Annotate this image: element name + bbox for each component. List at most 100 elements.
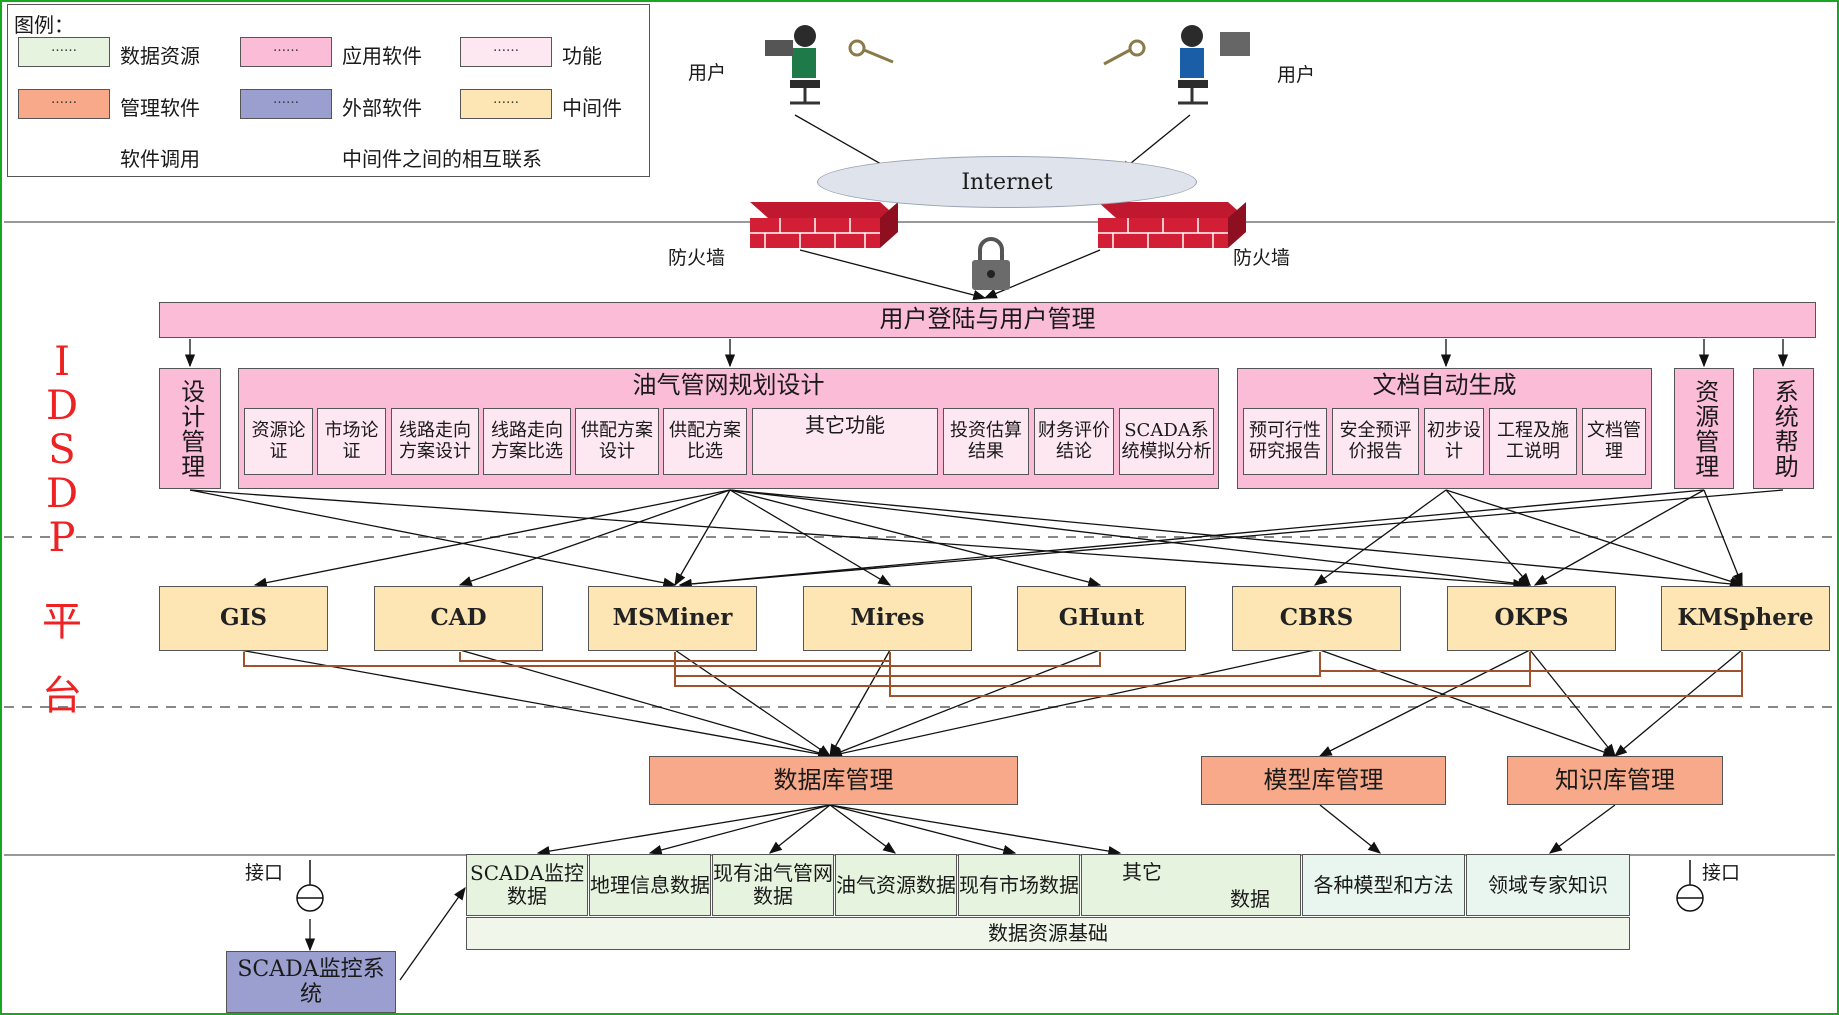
data-cell-label: 现有油气管网数据 <box>713 861 833 908</box>
knowledge-mgmt-box: 知识库管理 <box>1507 756 1723 805</box>
data-base-bar: 数据资源基础 <box>466 917 1630 950</box>
function-label: SCADA系统模拟分析 <box>1121 419 1212 462</box>
legend-title: 图例： <box>14 13 74 37</box>
legend-arrow-label: 软件调用 <box>120 147 200 171</box>
function-label: 投资估算结果 <box>950 419 1022 462</box>
platform-char: I <box>54 339 70 385</box>
middleware-label: Mires <box>850 604 925 632</box>
function-cell: 投资估算结果 <box>943 408 1029 475</box>
design-mgmt-box: 设计管理 <box>159 368 221 489</box>
middleware-label: OKPS <box>1494 604 1569 632</box>
platform-char: 台 <box>42 673 82 719</box>
data-cell-label: 各种模型和方法 <box>1313 872 1454 897</box>
legend-label-middleware: 中间件 <box>562 96 622 120</box>
function-cell: 资源论证 <box>244 408 313 475</box>
middleware-label: GHunt <box>1058 604 1145 632</box>
interface-left-label: 接口 <box>245 862 284 884</box>
function-label: 工程及施工说明 <box>1497 419 1569 462</box>
scada-system-box: SCADA监控系统 <box>226 951 396 1013</box>
legend-swatch-data <box>18 37 110 67</box>
function-label: 其它功能 <box>805 413 885 437</box>
pipeline-design-title: 油气管网规划设计 <box>632 371 825 399</box>
legend-label-app: 应用软件 <box>342 44 422 68</box>
function-label: 安全预评价报告 <box>1339 419 1412 462</box>
function-label: 初步设计 <box>1427 419 1481 462</box>
legend-bracket-label: 中间件之间的相互联系 <box>342 147 542 171</box>
platform-char: D <box>45 471 79 517</box>
function-cell: 市场论证 <box>317 408 386 475</box>
data-cell-label: 领域专家知识 <box>1488 872 1608 897</box>
db-mgmt-box: 数据库管理 <box>649 756 1018 805</box>
data-cell-market: 现有市场数据 <box>958 854 1080 916</box>
data-cell-label: 地理信息数据 <box>590 872 710 897</box>
firewall-right-label: 防火墙 <box>1233 247 1291 269</box>
function-label: 财务评价结论 <box>1038 419 1110 462</box>
db-mgmt-label: 数据库管理 <box>773 765 894 794</box>
knowledge-mgmt-label: 知识库管理 <box>1555 765 1675 794</box>
login-bar-label: 用户登陆与用户管理 <box>879 305 1096 334</box>
legend-label-function: 功能 <box>562 44 602 68</box>
system-help-label: 系统帮助 <box>1770 378 1799 479</box>
data-cell-label: 数据 <box>1230 887 1270 911</box>
legend-label-external: 外部软件 <box>342 96 422 120</box>
data-cell-label: 油气资源数据 <box>836 872 956 897</box>
function-cell: 线路走向方案设计 <box>391 408 479 475</box>
data-cell-models: 各种模型和方法 <box>1302 854 1465 916</box>
data-cell-scada: SCADA监控数据 <box>466 854 588 916</box>
function-cell: 预可行性研究报告 <box>1243 408 1327 475</box>
middleware-cad: CAD <box>374 586 543 651</box>
function-cell: 初步设计 <box>1424 408 1484 475</box>
function-cell: 供配方案比选 <box>663 408 747 475</box>
platform-label: I D S D P 平 台 <box>32 340 92 718</box>
legend-swatch-mgmt <box>18 89 110 119</box>
platform-char: P <box>48 515 76 561</box>
data-cell-geo: 地理信息数据 <box>589 854 711 916</box>
data-cell-pipeline: 现有油气管网数据 <box>712 854 834 916</box>
scada-system-label: SCADA监控系统 <box>237 956 385 1007</box>
function-label: 供配方案比选 <box>669 419 741 462</box>
function-cell: SCADA系统模拟分析 <box>1119 408 1214 475</box>
middleware-msminer: MSMiner <box>588 586 757 651</box>
middleware-cbrs: CBRS <box>1232 586 1401 651</box>
internet-label: Internet <box>961 169 1053 195</box>
function-label: 市场论证 <box>324 419 379 462</box>
model-mgmt-box: 模型库管理 <box>1201 756 1446 805</box>
function-label: 供配方案设计 <box>581 419 653 462</box>
firewall-left-label: 防火墙 <box>668 247 726 269</box>
data-cell-resource: 油气资源数据 <box>835 854 957 916</box>
data-base-label: 数据资源基础 <box>988 921 1108 945</box>
function-cell: 供配方案设计 <box>575 408 659 475</box>
resource-mgmt-box: 资源管理 <box>1674 368 1734 489</box>
middleware-ghunt: GHunt <box>1017 586 1186 651</box>
data-cell-label: 现有市场数据 <box>959 872 1079 897</box>
legend-swatch-external <box>240 89 332 119</box>
data-cell-other: 其它 数据 <box>1081 854 1301 916</box>
function-label: 线路走向方案设计 <box>399 419 471 462</box>
design-mgmt-label: 设计管理 <box>176 378 205 479</box>
login-bar: 用户登陆与用户管理 <box>159 302 1816 338</box>
function-label: 文档管理 <box>1587 419 1641 462</box>
legend-swatch-function <box>460 37 552 67</box>
internet-cloud: Internet <box>817 156 1197 208</box>
function-cell: 文档管理 <box>1582 408 1646 475</box>
function-label: 预可行性研究报告 <box>1249 419 1321 462</box>
data-cell-label: SCADA监控数据 <box>470 861 584 908</box>
data-cell-label: 其它 <box>1122 860 1162 884</box>
middleware-label: CAD <box>430 604 487 632</box>
function-cell: 工程及施工说明 <box>1489 408 1577 475</box>
function-cell: 安全预评价报告 <box>1332 408 1419 475</box>
platform-char: 平 <box>42 599 82 645</box>
function-label: 资源论证 <box>251 419 306 462</box>
middleware-gis: GIS <box>159 586 328 651</box>
function-label: 线路走向方案比选 <box>491 419 563 462</box>
legend-label-mgmt: 管理软件 <box>120 96 200 120</box>
interface-right-label: 接口 <box>1702 862 1741 884</box>
function-cell: 线路走向方案比选 <box>483 408 571 475</box>
function-cell: 财务评价结论 <box>1034 408 1114 475</box>
middleware-okps: OKPS <box>1447 586 1616 651</box>
model-mgmt-label: 模型库管理 <box>1263 765 1384 794</box>
doc-gen-title: 文档自动生成 <box>1372 371 1517 399</box>
legend-swatch-app <box>240 37 332 67</box>
data-cell-expert: 领域专家知识 <box>1466 854 1630 916</box>
